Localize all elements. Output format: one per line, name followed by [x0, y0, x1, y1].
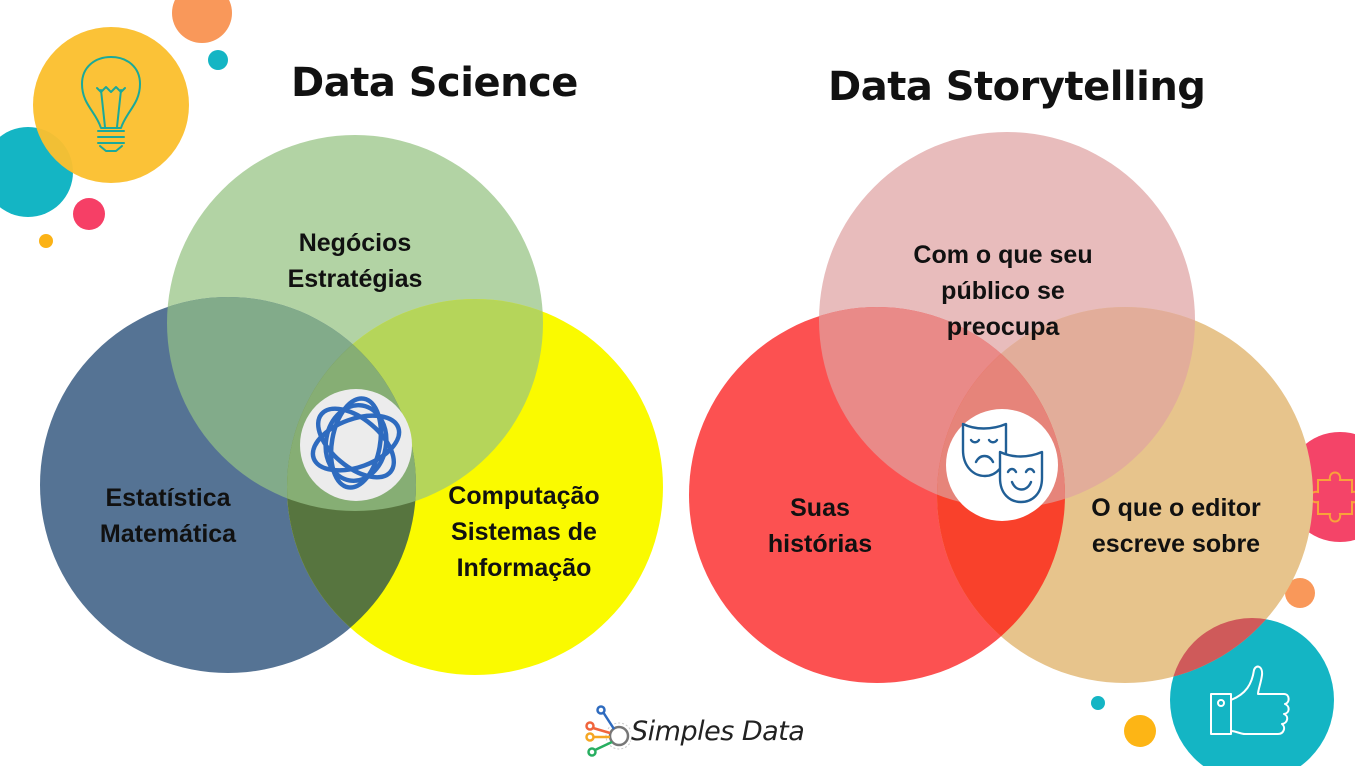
decor-dot-orange	[172, 0, 232, 43]
decor-dot-gold-bottom	[1124, 715, 1156, 747]
decor-dot-pink	[73, 198, 105, 230]
label-statistics: Estatística Matemática	[99, 484, 237, 548]
logo-text: Simples Data	[631, 716, 805, 747]
venn-data-storytelling	[689, 132, 1334, 766]
decor-dot-gold	[39, 234, 53, 248]
label-stories: Suas histórias	[767, 494, 873, 558]
title-data-science: Data Science	[291, 60, 578, 106]
label-computing: Computação Sistemas de Informação	[448, 482, 600, 582]
thumbs-up-icon	[1210, 665, 1290, 735]
label-audience: Com o que seu público se preocupa	[913, 241, 1093, 341]
network-nodes-icon	[585, 705, 631, 757]
atom-orbit-icon	[310, 396, 402, 490]
overlap-center	[937, 307, 1065, 508]
decor-dot-orange-right	[1285, 578, 1315, 608]
decor-dot-teal-small	[208, 50, 228, 70]
decor-top-left	[0, 0, 232, 248]
venn-data-science	[40, 135, 663, 675]
label-business: Negócios Estratégias	[287, 229, 423, 293]
overlap-center	[287, 299, 416, 511]
decor-circle-yellow	[33, 27, 189, 183]
label-editor: O que o editor escreve sobre	[1091, 494, 1261, 558]
title-data-storytelling: Data Storytelling	[828, 64, 1206, 110]
lightbulb-icon	[81, 56, 141, 152]
simples-data-logo: Simples Data	[583, 704, 805, 760]
theater-masks-icon	[961, 422, 1044, 504]
decor-dot-teal-bottom	[1091, 696, 1105, 710]
